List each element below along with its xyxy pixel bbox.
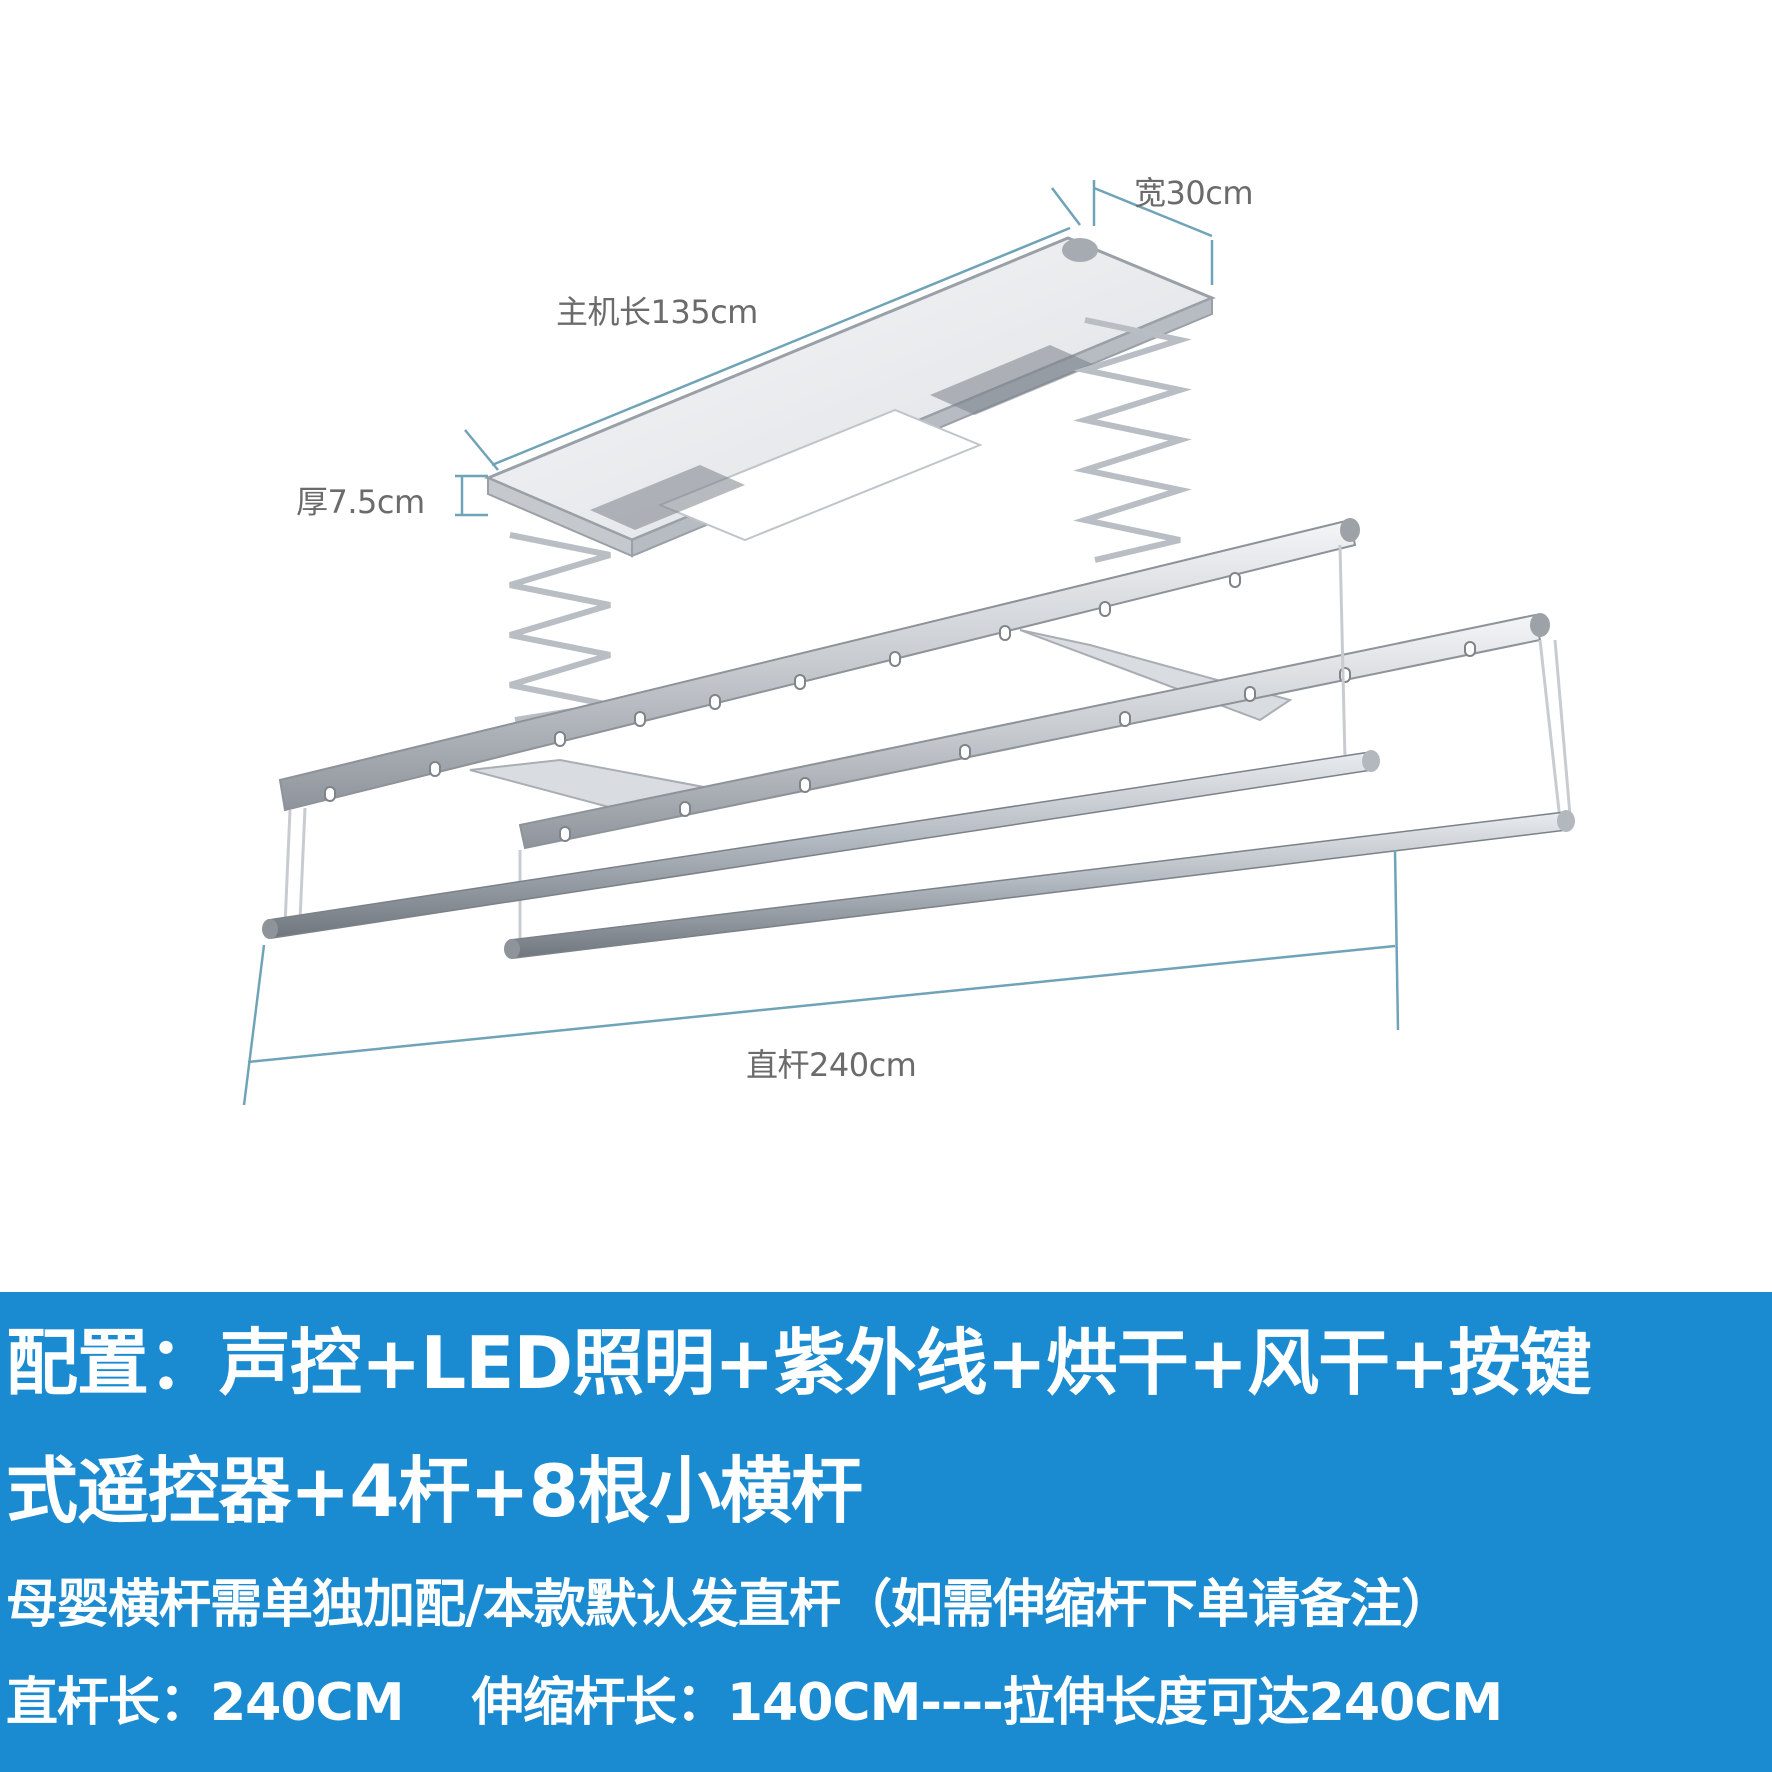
- config-line-2: 式遥控器+4杆+8根小横杆: [6, 1449, 863, 1533]
- length-label: 主机长135cm: [556, 293, 758, 331]
- config-line-1: 配置：声控+LED照明+紫外线+烘干+风干+按键: [6, 1321, 1591, 1405]
- scissor-arm-left: [509, 532, 611, 723]
- width-dimension-line: [1093, 186, 1213, 238]
- rod-dimension-line: [247, 944, 1396, 1064]
- dimension-lines: [242, 180, 1400, 1106]
- bar-holes: [324, 572, 1476, 842]
- scissor-arm-right: [1073, 317, 1192, 563]
- note-line: 母婴横杆需单独加配/本款默认发直杆（如需伸缩杆下单请备注）: [6, 1575, 1453, 1635]
- lower-rod-front: [262, 750, 1380, 939]
- length-line: 直杆长：240CM 伸缩杆长：140CM----拉伸长度可达240CM: [6, 1673, 1503, 1733]
- led-panel: [657, 408, 983, 542]
- thickness-label: 厚7.5cm: [296, 483, 425, 521]
- vent-grille-right: [930, 345, 1095, 415]
- main-bar-front: [278, 518, 1357, 812]
- end-cap: [1062, 238, 1098, 262]
- product-illustration: 宽30cm 主机长135cm 厚7.5cm 直杆240cm: [242, 174, 1575, 1106]
- rod-length-label: 直杆240cm: [746, 1046, 917, 1084]
- lower-rod-rear: [504, 810, 1575, 959]
- vent-grille-left: [590, 465, 745, 530]
- length-dimension-line: [491, 226, 1071, 467]
- width-label: 宽30cm: [1134, 174, 1254, 212]
- main-unit: [484, 236, 1216, 558]
- drying-rack-drawing: [242, 180, 1575, 1106]
- spec-banner: 配置：声控+LED照明+紫外线+烘干+风干+按键 式遥控器+4杆+8根小横杆 母…: [0, 1292, 1772, 1772]
